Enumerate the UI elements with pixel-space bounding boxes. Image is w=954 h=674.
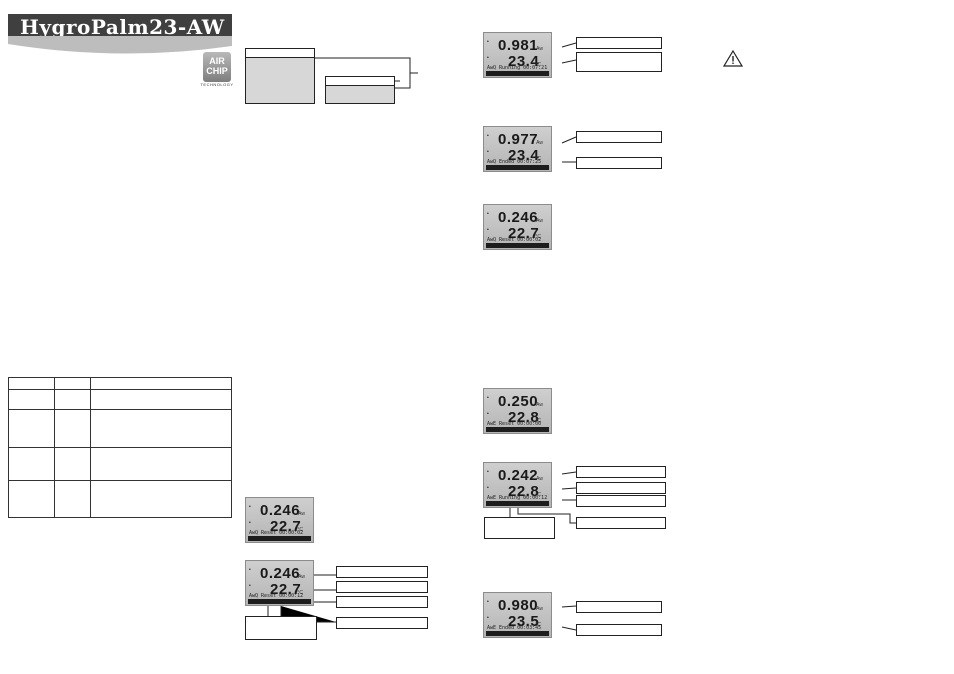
diagram-box-left-body <box>245 58 315 104</box>
aw-value: 0.246 <box>260 565 301 582</box>
aw-value: 0.242 <box>498 467 539 484</box>
aw-unit: Aw <box>536 606 543 612</box>
logo-subtitle: TECHNOLOGY <box>200 82 234 87</box>
status-line: AwQ Ended 00:07:25 <box>487 159 542 165</box>
status-line: AwQ Reset 00:00:02 <box>487 237 542 243</box>
callout-box <box>576 37 662 49</box>
callout-box <box>576 131 662 143</box>
diagram-box-left-header <box>245 48 315 58</box>
diagram-box-right-header <box>325 76 395 86</box>
device-display-3: •• 0.981 Aw 23.4 °C AwQ Running 00:07:21 <box>483 32 552 78</box>
callout-box <box>576 517 666 529</box>
spec-table <box>8 377 232 518</box>
temp-value: 22.7 <box>270 581 302 598</box>
callout-box <box>484 517 555 539</box>
callout-box <box>336 581 428 593</box>
temp-value: 23.4 <box>508 147 540 164</box>
logo-line1: AIR <box>209 56 225 66</box>
function-bar <box>486 165 549 170</box>
callout-box <box>336 596 428 608</box>
device-display-1: •• 0.246 Aw 22.7 °C AwQ Reset 00:00:02 <box>245 497 314 543</box>
aw-unit: Aw <box>298 511 305 517</box>
status-line: AwE Running 00:00:12 <box>487 495 548 501</box>
aw-unit: Aw <box>536 402 543 408</box>
aw-unit: Aw <box>536 140 543 146</box>
aw-value: 0.981 <box>498 37 539 54</box>
function-bar <box>486 631 549 636</box>
device-display-6: •• 0.250 Aw 22.8 °C AwE Reset 00:00:00 <box>483 388 552 434</box>
device-display-5: •• 0.246 Aw 22.7 °C AwQ Reset 00:00:02 <box>483 204 552 250</box>
temp-unit: °C <box>535 622 541 628</box>
temp-unit: °C <box>535 62 541 68</box>
status-line: AwQ Running 00:07:21 <box>487 65 548 71</box>
temp-value: 22.7 <box>270 518 302 535</box>
aw-value: 0.977 <box>498 131 539 148</box>
product-title: HygroPalm23-AW <box>20 15 225 39</box>
status-line: AwQ Reset 00:00:12 <box>249 593 304 599</box>
temp-value: 22.8 <box>508 483 540 500</box>
status-line: AwQ Reset 00:00:02 <box>249 530 304 536</box>
air-chip-logo: AIR CHIP <box>203 52 231 82</box>
aw-unit: Aw <box>536 476 543 482</box>
temp-unit: °C <box>297 527 303 533</box>
temp-unit: °C <box>535 156 541 162</box>
callout-box <box>336 566 428 578</box>
callout-box <box>245 616 317 640</box>
device-display-2: •• 0.246 Aw 22.7 °C AwQ Reset 00:00:12 <box>245 560 314 606</box>
function-bar <box>486 243 549 248</box>
callout-box <box>576 495 666 507</box>
diagram-box-right-body <box>325 86 395 104</box>
callout-box <box>576 482 666 494</box>
temp-unit: °C <box>535 234 541 240</box>
device-display-4: •• 0.977 Aw 23.4 °C AwQ Ended 00:07:25 <box>483 126 552 172</box>
temp-unit: °C <box>535 418 541 424</box>
callout-box <box>336 617 428 629</box>
function-bar <box>486 501 549 506</box>
callout-box <box>576 624 662 636</box>
status-line: AwE Reset 00:00:00 <box>487 421 542 427</box>
aw-value: 0.246 <box>260 502 301 519</box>
temp-value: 22.8 <box>508 409 540 426</box>
callout-box <box>576 601 662 613</box>
aw-value: 0.250 <box>498 393 539 410</box>
callout-box <box>576 52 662 72</box>
status-line: AwE Ended 00:03:45 <box>487 625 542 631</box>
warning-triangle-icon <box>723 50 743 67</box>
temp-value: 22.7 <box>508 225 540 242</box>
function-bar <box>486 427 549 432</box>
device-display-8: •• 0.980 Aw 23.5 °C AwE Ended 00:03:45 <box>483 592 552 638</box>
callout-box <box>576 466 666 478</box>
product-title-banner: HygroPalm23-AW <box>8 14 232 40</box>
aw-unit: Aw <box>536 46 543 52</box>
temp-unit: °C <box>297 590 303 596</box>
logo-line2: CHIP <box>206 66 228 76</box>
aw-unit: Aw <box>536 218 543 224</box>
temp-value: 23.4 <box>508 53 540 70</box>
function-bar <box>248 536 311 541</box>
temp-value: 23.5 <box>508 613 540 630</box>
banner-swoosh <box>8 36 232 54</box>
function-bar <box>248 599 311 604</box>
function-bar <box>486 71 549 76</box>
temp-unit: °C <box>535 492 541 498</box>
aw-value: 0.246 <box>498 209 539 226</box>
device-display-7: •• 0.242 Aw 22.8 °C AwE Running 00:00:12 <box>483 462 552 508</box>
callout-box <box>576 157 662 169</box>
aw-unit: Aw <box>298 574 305 580</box>
aw-value: 0.980 <box>498 597 539 614</box>
